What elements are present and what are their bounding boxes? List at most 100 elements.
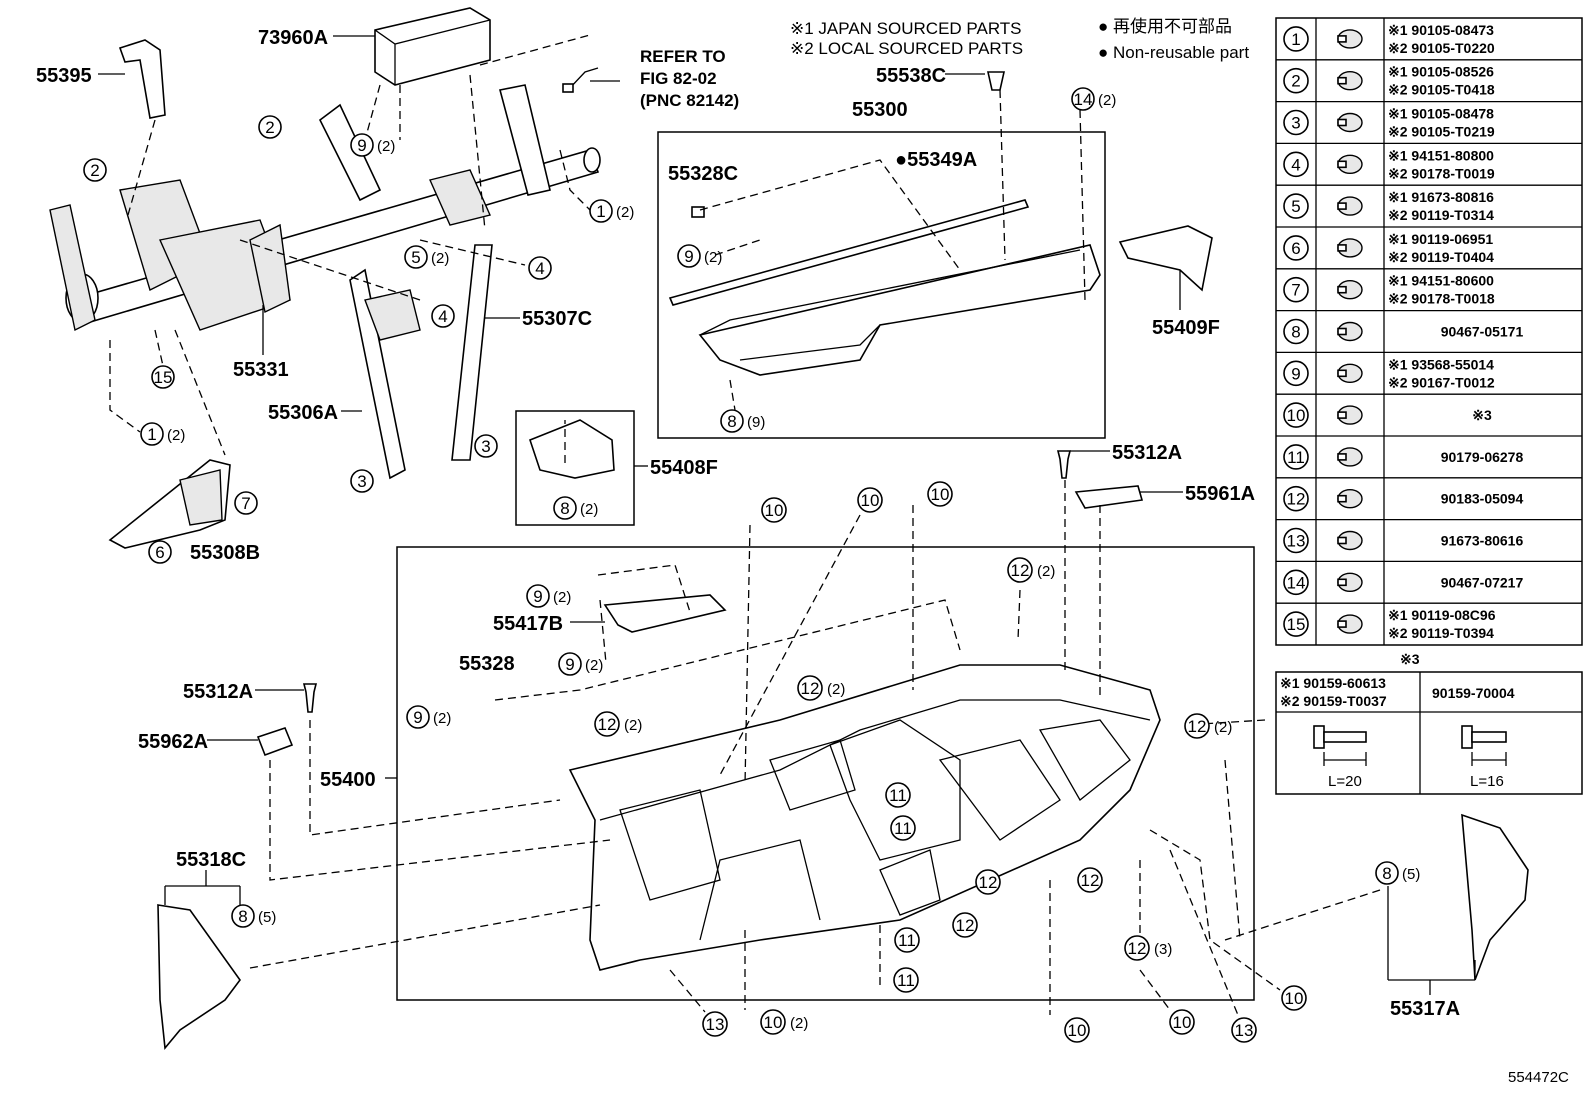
table-part-number: ※1 90105-08478 [1388, 106, 1494, 122]
table-part-number: ※1 94151-80800 [1388, 147, 1494, 163]
table-part-number: 90467-07217 [1441, 574, 1524, 590]
label-55538c: 55538C [876, 65, 946, 87]
refer-line-3: (PNC 82142) [640, 91, 739, 110]
callout-9-bracket-bottom: 9(2) [558, 652, 603, 676]
fastener-7-icon [1337, 280, 1363, 300]
note-japan-sourced: ※1 JAPAN SOURCED PARTS [790, 19, 1022, 38]
refer-line-1: REFER TO [640, 47, 726, 66]
svg-text:(2): (2) [553, 589, 571, 606]
label-55328: 55328 [459, 653, 515, 675]
callout-10-a: 10 [761, 497, 787, 523]
svg-text:1: 1 [147, 425, 156, 444]
svg-text:(2): (2) [1214, 719, 1232, 736]
callout-9-panel: 9(2) [677, 244, 722, 268]
table-row-number-text: 15 [1287, 615, 1306, 634]
label-55400: 55400 [320, 769, 376, 791]
svg-text:4: 4 [535, 259, 544, 278]
label-55307c: 55307C [522, 308, 592, 330]
label-55317a: 55317A [1390, 998, 1460, 1020]
label-55300: 55300 [852, 99, 908, 121]
svg-text:(5): (5) [1402, 866, 1420, 883]
callout-7: 7 [234, 491, 258, 515]
svg-text:(2): (2) [616, 204, 634, 221]
table-part-number: ※1 90105-08526 [1388, 64, 1494, 80]
note3-frame [1275, 671, 1583, 795]
table-part-number: ※1 93568-55014 [1388, 356, 1494, 372]
svg-text:13: 13 [706, 1015, 725, 1034]
dashed-guide-lines [109, 34, 1381, 1021]
callout-4-mid: 4 [431, 304, 455, 328]
screw-55312a-left-drawing [302, 683, 318, 713]
svg-text:(2): (2) [1098, 92, 1116, 109]
table-part-number: ※1 94151-80600 [1388, 273, 1494, 289]
table-row-number-text: 8 [1291, 323, 1300, 342]
table-row-number-7 [1283, 276, 1309, 303]
callout-10-b: 10 [857, 487, 883, 513]
table-part-number: ※2 90119-T0314 [1388, 207, 1494, 223]
table-row-number-3 [1283, 109, 1309, 136]
note3-left-length: L=20 [1328, 773, 1362, 790]
label-55349a: ●55349A [895, 149, 977, 171]
svg-text:(2): (2) [377, 138, 395, 155]
table-row-number-14 [1283, 569, 1309, 596]
note-local-sourced: ※2 LOCAL SOURCED PARTS [790, 39, 1023, 58]
leader-lines [98, 35, 1476, 995]
table-row-number-text: 10 [1287, 406, 1306, 425]
svg-text:12: 12 [801, 679, 820, 698]
svg-text:15: 15 [154, 368, 173, 387]
callout-12-c: 12 (2) [594, 711, 642, 737]
reinforcement-beam-drawing [49, 39, 601, 549]
callouts: 2 2 9(2) 1(2) 5(2) 4 4 15 1(2) 3 3 7 6 1… [83, 87, 1420, 1043]
svg-text:10: 10 [1173, 1013, 1192, 1032]
svg-text:8: 8 [560, 499, 569, 518]
table-part-number: ※1 91673-80816 [1388, 189, 1494, 205]
callout-3-left: 3 [350, 469, 374, 493]
note3-right-length: L=16 [1470, 773, 1504, 790]
svg-text:(9): (9) [747, 414, 765, 431]
label-55312a-left: 55312A [183, 681, 253, 703]
svg-text:10: 10 [765, 501, 784, 520]
svg-text:(2): (2) [827, 681, 845, 698]
callout-15: 15 [151, 365, 175, 389]
note3-left-line1: ※1 90159-60613 [1280, 675, 1386, 691]
svg-text:2: 2 [90, 161, 99, 180]
label-55961a: 55961A [1185, 483, 1255, 505]
figure-id: 554472C [1508, 1069, 1569, 1086]
label-73960a: 73960A [258, 27, 328, 49]
table-part-number: ※2 90167-T0012 [1388, 374, 1495, 390]
svg-text:12: 12 [1081, 871, 1100, 890]
svg-text:(2): (2) [790, 1015, 808, 1032]
callout-10-c: 10 [927, 481, 953, 507]
label-55395: 55395 [36, 65, 92, 87]
table-part-number: ※2 90178-T0018 [1388, 291, 1495, 307]
svg-text:(2): (2) [624, 717, 642, 734]
callout-10-f: 10 [1169, 1009, 1195, 1035]
callout-8-panel: 8(9) [720, 409, 765, 433]
label-55318c: 55318C [176, 849, 246, 871]
table-part-number: ※2 90105-T0418 [1388, 82, 1495, 98]
table-row-number-text: 1 [1291, 30, 1300, 49]
callout-6: 6 [148, 540, 172, 564]
callout-11-c: 11 [894, 927, 920, 953]
table-part-number: 91673-80616 [1441, 533, 1524, 549]
callout-5: 5(2) [404, 245, 449, 269]
table-part-number: ※1 90119-08C96 [1388, 607, 1496, 623]
svg-text:12: 12 [598, 715, 617, 734]
svg-text:7: 7 [241, 494, 250, 513]
fastener-12-icon [1337, 489, 1363, 509]
label-55328c: 55328C [668, 163, 738, 185]
table-row-number-4 [1283, 151, 1309, 178]
duct-55962a-drawing [256, 727, 294, 757]
table-row-number-1 [1283, 26, 1309, 52]
table-row-number-8 [1283, 318, 1309, 345]
table-part-number: ※3 [1472, 407, 1492, 423]
table-row-number-text: 7 [1291, 281, 1300, 300]
table-part-number: ※1 90119-06951 [1388, 231, 1493, 247]
svg-text:12: 12 [1188, 717, 1207, 736]
table-part-number: ※1 90105-08473 [1388, 22, 1494, 38]
table-part-number: 90183-05094 [1441, 491, 1524, 507]
instrument-panel-drawing [568, 664, 1161, 971]
callout-12-e: 12 [975, 869, 1001, 895]
svg-text:8: 8 [1382, 864, 1391, 883]
